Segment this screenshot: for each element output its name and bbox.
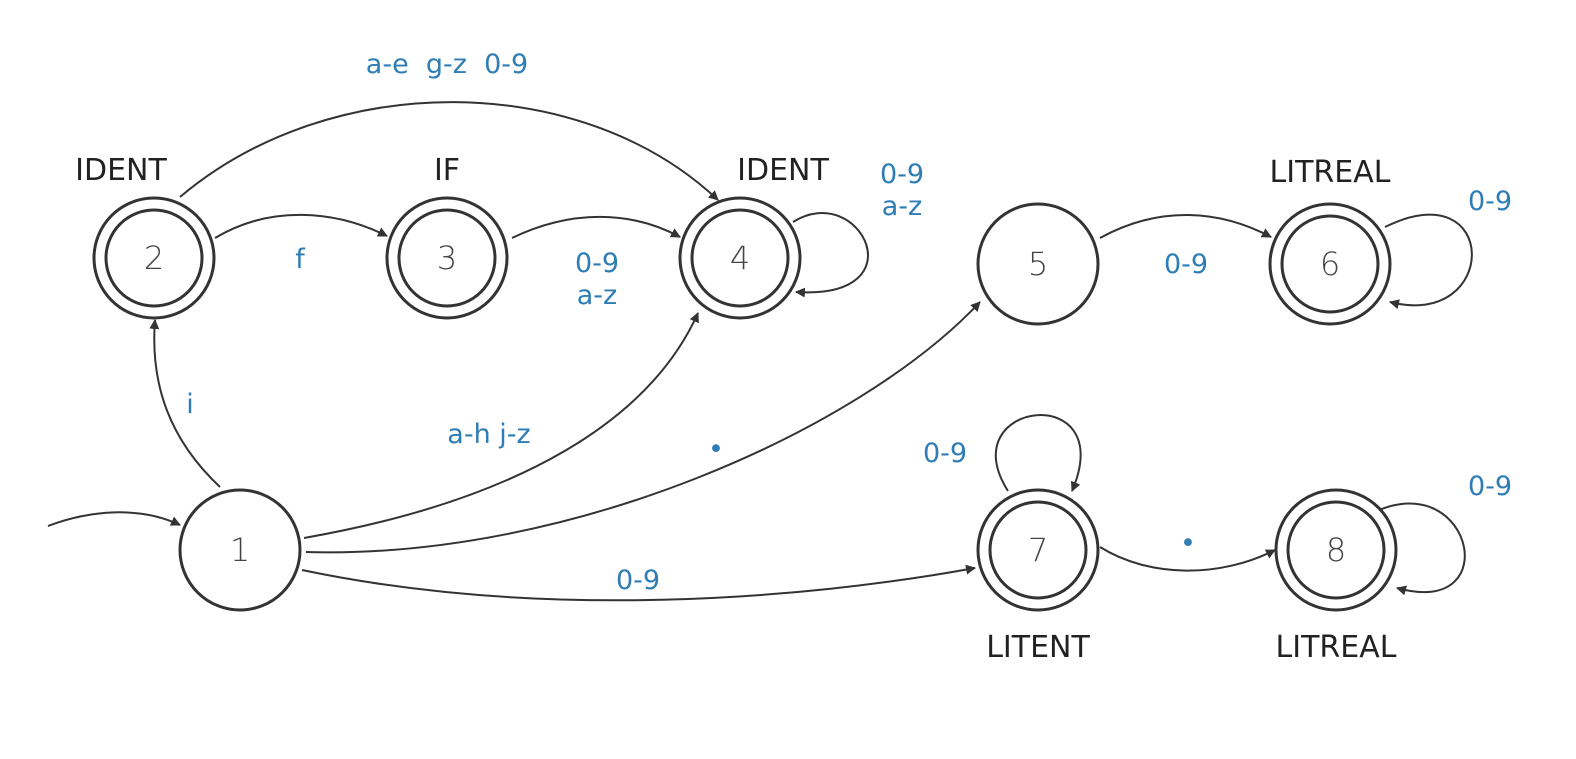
state-7: 7 LITENT [976,488,1100,665]
state-number: 8 [1326,531,1346,569]
edge-2-4 [179,101,719,201]
edge-label-6-loop: 0-9 [1468,186,1512,217]
state-6: 6 LITREAL [1268,155,1392,326]
edge-label-1-4: a-h j-z [447,419,530,450]
state-token-label: LITREAL [1276,630,1397,665]
edge-7-7-loop [994,414,1082,492]
edge-label-4-loop-line2: a-z [882,191,922,222]
edges [47,101,1473,602]
state-inner-circle [397,208,497,308]
edge-labels: i f a-e g-z 0-9 0-9 a-z 0-9 a-z a-h j-z … [186,49,1512,596]
edge-label-8-loop: 0-9 [1468,471,1512,502]
state-2: 2 IDENT [75,153,216,320]
edge-8-8-loop [1362,502,1466,596]
edge-5-6 [1099,214,1272,239]
state-8: 8 LITREAL [1274,488,1398,665]
state-number: 4 [730,239,750,277]
state-inner-circle [988,500,1088,600]
edge-label-2-4: a-e g-z 0-9 [366,49,528,80]
state-number: 6 [1320,245,1340,283]
edge-1-4 [303,312,699,539]
edge-4-4-loop [792,212,869,298]
edge-label-1-7: 0-9 [616,565,660,596]
state-token-label: LITREAL [1270,155,1391,190]
state-1: 1 [178,488,302,612]
edge-label-7-8: • [1180,528,1196,559]
state-circle [178,488,302,612]
state-inner-circle [1286,500,1386,600]
state-number: 1 [230,531,250,569]
state-token-label: LITENT [986,630,1090,665]
state-token-label: IDENT [737,153,829,188]
state-inner-circle [690,208,790,308]
edge-1-7 [301,564,976,602]
state-3: 3 IF [385,153,509,320]
edge-2-3 [214,213,388,239]
state-number: 3 [437,239,457,277]
edge-label-1-2: i [186,389,194,420]
state-5: 5 [976,202,1100,326]
state-inner-circle [104,208,204,308]
edge-label-4-loop-line1: 0-9 [880,159,924,190]
state-token-label: IF [434,153,460,188]
edge-label-1-5: • [708,434,724,465]
state-number: 7 [1028,531,1048,569]
state-circle [976,202,1100,326]
edge-7-8 [1099,546,1276,572]
edge-label-5-6: 0-9 [1164,249,1208,280]
edge-label-3-4-line1: 0-9 [575,248,619,279]
state-token-label: IDENT [75,153,167,188]
state-4: 4 IDENT [678,153,830,320]
state-inner-circle [1280,214,1380,314]
edge-6-6-loop [1384,213,1473,310]
edge-1-5 [305,301,981,554]
edge-label-2-3: f [295,244,306,275]
edge-3-4 [511,215,681,239]
state-number: 5 [1028,245,1048,283]
state-number: 2 [144,239,164,277]
edge-1-2 [149,319,221,488]
edge-label-3-4-line2: a-z [577,280,617,311]
edge-label-7-loop: 0-9 [923,438,967,469]
edge-start-1 [47,511,181,527]
